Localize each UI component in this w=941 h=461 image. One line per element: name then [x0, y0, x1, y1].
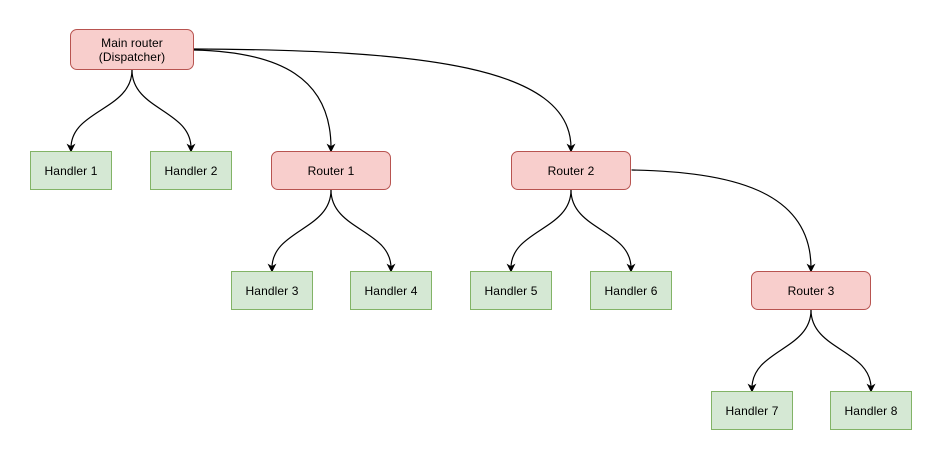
edge-router-2-to-router-3 — [631, 169, 816, 273]
node-handler-2[interactable]: Handler 2 — [150, 151, 232, 190]
node-label-handler-5: Handler 5 — [484, 283, 538, 298]
node-label-router-3: Router 3 — [787, 283, 835, 298]
edge-router-3-to-handler-7 — [747, 309, 812, 393]
edge-main-to-handler-1 — [66, 69, 133, 153]
node-handler-1[interactable]: Handler 1 — [30, 151, 112, 190]
node-label-router-1: Router 1 — [307, 163, 355, 178]
node-main-router[interactable]: Main router (Dispatcher) — [70, 29, 194, 70]
node-handler-5[interactable]: Handler 5 — [470, 271, 552, 310]
node-label-router-2: Router 2 — [547, 163, 595, 178]
edge-main-to-router-2 — [193, 48, 576, 153]
node-label-handler-3: Handler 3 — [245, 283, 299, 298]
node-handler-7[interactable]: Handler 7 — [711, 391, 793, 430]
node-label-handler-8: Handler 8 — [844, 403, 898, 418]
edge-main-to-router-1 — [193, 49, 336, 153]
edge-router-1-to-handler-4 — [330, 189, 396, 273]
edge-main-to-handler-2 — [131, 69, 196, 153]
node-router-1[interactable]: Router 1 — [271, 151, 391, 190]
node-router-2[interactable]: Router 2 — [511, 151, 631, 190]
node-label-handler-4: Handler 4 — [364, 283, 418, 298]
node-router-3[interactable]: Router 3 — [751, 271, 871, 310]
node-label-handler-2: Handler 2 — [164, 163, 218, 178]
node-label-main-router: Main router (Dispatcher) — [98, 35, 166, 64]
edge-router-2-to-handler-6 — [570, 189, 636, 273]
node-handler-4[interactable]: Handler 4 — [350, 271, 432, 310]
node-handler-3[interactable]: Handler 3 — [231, 271, 313, 310]
edge-router-2-to-handler-5 — [506, 189, 572, 273]
node-handler-8[interactable]: Handler 8 — [830, 391, 912, 430]
node-handler-6[interactable]: Handler 6 — [590, 271, 672, 310]
edge-router-3-to-handler-8 — [810, 309, 876, 393]
node-label-handler-1: Handler 1 — [44, 163, 98, 178]
edge-group — [66, 48, 876, 393]
node-label-handler-7: Handler 7 — [725, 403, 779, 418]
edge-router-1-to-handler-3 — [267, 189, 332, 273]
node-label-handler-6: Handler 6 — [604, 283, 658, 298]
